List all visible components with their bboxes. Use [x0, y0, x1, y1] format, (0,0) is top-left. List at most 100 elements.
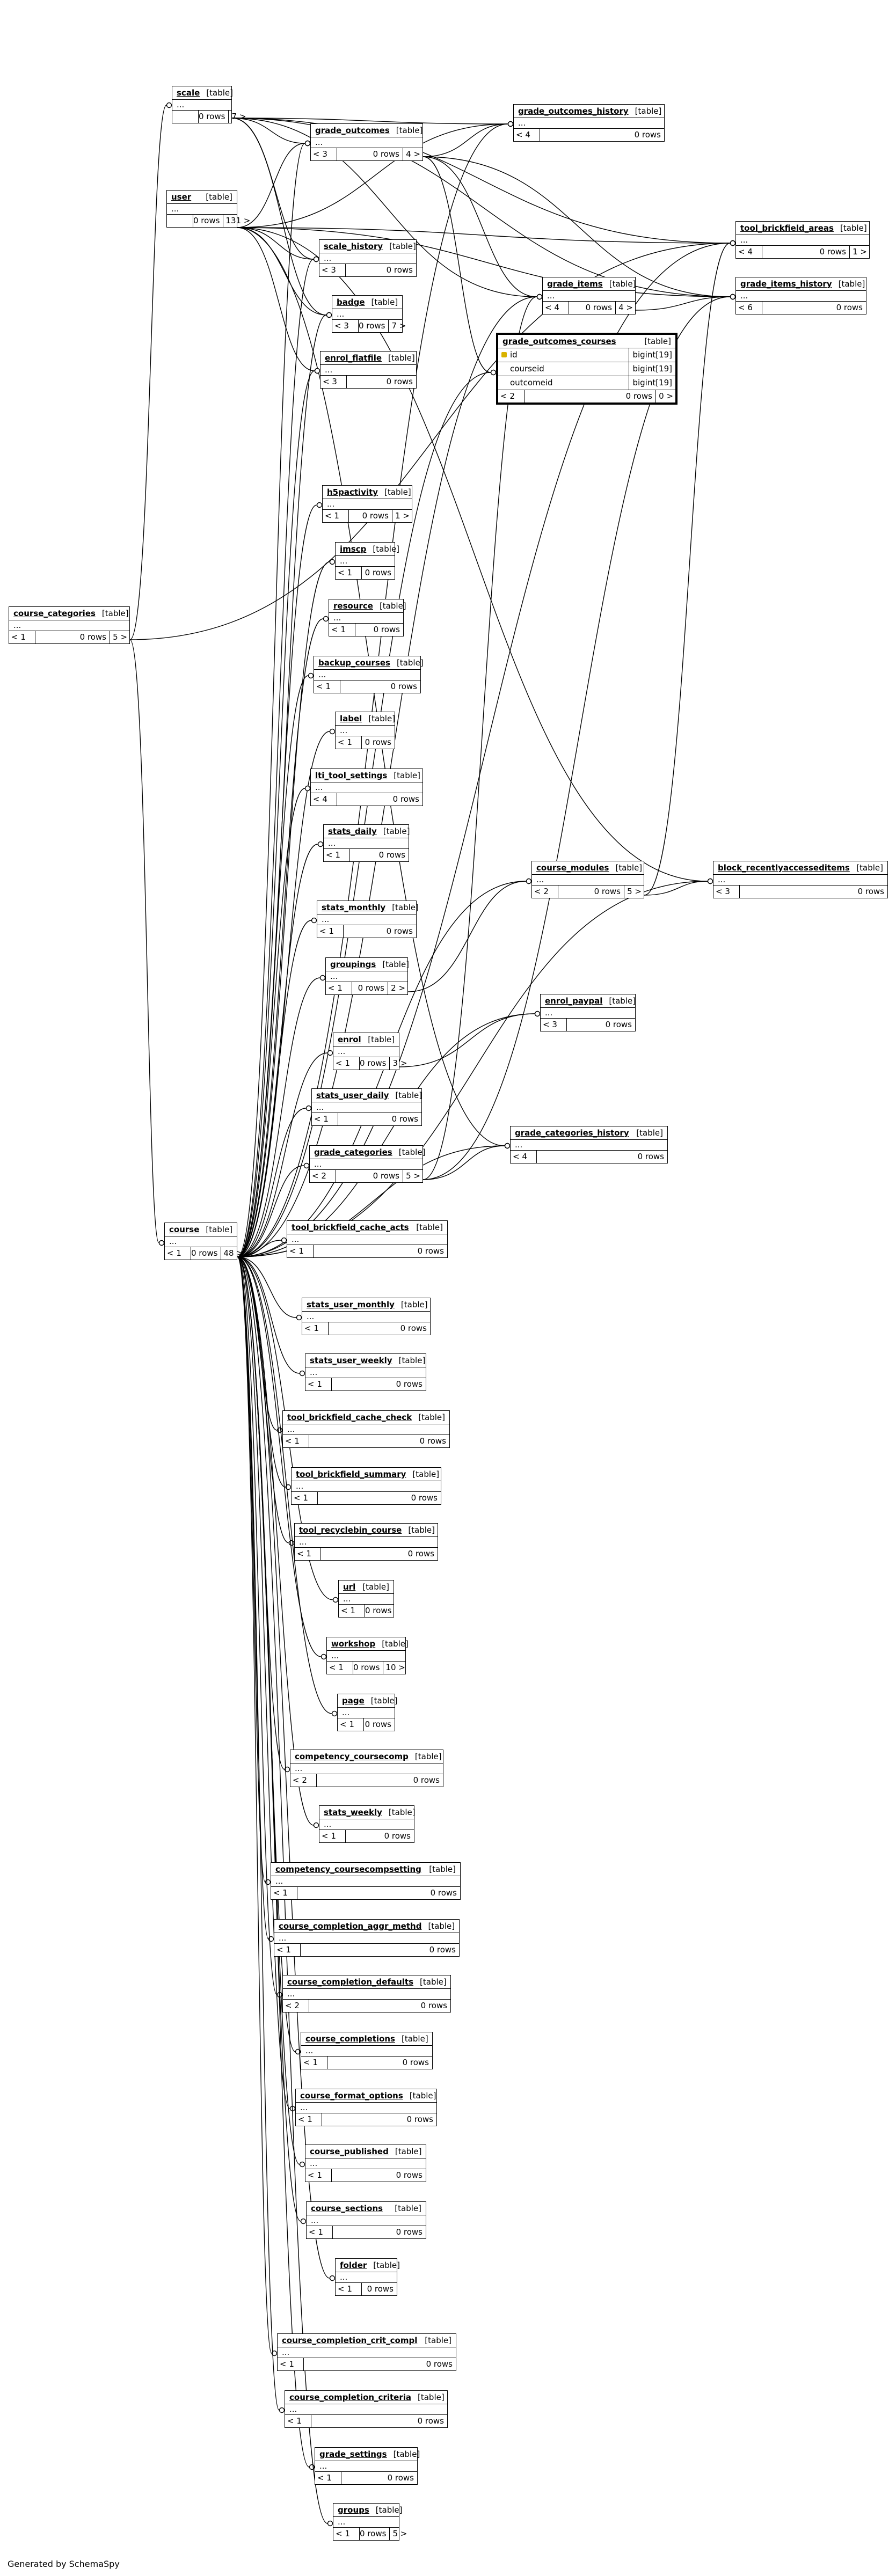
table-name[interactable]: page — [342, 1696, 365, 1706]
table-name[interactable]: badge — [337, 297, 365, 307]
table-name[interactable]: label — [340, 714, 362, 723]
table-name[interactable]: stats_user_monthly — [307, 1300, 395, 1309]
table-name[interactable]: course_completion_crit_compl — [282, 2336, 418, 2345]
parent-count[interactable]: < 2 — [534, 887, 549, 896]
child-count[interactable]: 48 > — [221, 1247, 243, 1260]
table-name[interactable]: tool_brickfield_cache_acts — [292, 1223, 409, 1232]
table-name[interactable]: course_categories — [13, 609, 96, 618]
table-name[interactable]: tool_recyclebin_course — [299, 1525, 402, 1535]
parent-count[interactable]: < 1 — [326, 850, 340, 860]
parent-count[interactable]: < 6 — [738, 303, 753, 312]
table-name[interactable]: block_recentlyaccesseditems — [718, 863, 850, 873]
parent-count[interactable]: < 1 — [298, 2114, 312, 2124]
table-name[interactable]: competency_coursecomp — [295, 1752, 409, 1761]
parent-count[interactable]: < 1 — [304, 1323, 319, 1333]
table-name[interactable]: course_format_options — [300, 2091, 403, 2101]
parent-count[interactable]: < 1 — [308, 1379, 322, 1389]
table-name[interactable]: resource — [333, 601, 373, 611]
table-competency-coursecompsetting[interactable]: competency_coursecompsetting[table]...< … — [271, 1862, 461, 1900]
parent-count[interactable]: < 1 — [287, 2416, 302, 2426]
parent-count[interactable]: < 1 — [338, 737, 352, 747]
child-count[interactable]: 0 > — [655, 390, 675, 402]
parent-count[interactable] — [167, 215, 193, 227]
parent-count[interactable]: < 1 — [328, 983, 343, 993]
child-count[interactable]: 1 > — [849, 246, 869, 258]
parent-count[interactable]: < 1 — [319, 926, 334, 936]
table-name[interactable]: url — [343, 1582, 356, 1592]
table-name[interactable]: scale — [177, 88, 200, 98]
table-name[interactable]: h5pactivity — [327, 487, 378, 497]
table-name[interactable]: workshop — [331, 1639, 376, 1649]
table-name[interactable]: course_completions — [305, 2034, 395, 2044]
parent-count[interactable]: < 1 — [338, 2284, 352, 2294]
table-name[interactable]: stats_daily — [328, 826, 377, 836]
parent-count[interactable]: < 3 — [323, 377, 337, 386]
parent-count[interactable]: < 4 — [516, 130, 530, 140]
table-name[interactable]: grade_items — [547, 279, 603, 289]
table-name[interactable]: enrol_paypal — [545, 996, 603, 1006]
child-count[interactable]: 5 > — [389, 2528, 409, 2540]
table-name[interactable]: grade_items_history — [740, 279, 832, 289]
table-name[interactable]: lti_tool_settings — [315, 771, 388, 780]
parent-count[interactable]: < 1 — [325, 511, 339, 521]
child-count[interactable]: 5 > — [110, 631, 129, 643]
table-name[interactable]: grade_outcomes_history — [518, 106, 629, 116]
child-count[interactable]: 10 > — [383, 1662, 405, 1674]
child-count[interactable]: 131 > — [223, 215, 250, 227]
child-count[interactable]: 2 > — [388, 982, 407, 994]
table-block-recentlyaccesseditems[interactable]: block_recentlyaccesseditems[table]...< 3… — [713, 861, 888, 898]
table-name[interactable]: groups — [338, 2505, 369, 2515]
parent-count[interactable]: < 1 — [316, 682, 331, 691]
table-name[interactable]: stats_user_weekly — [310, 1356, 392, 1365]
table-course-completion-crit-compl[interactable]: course_completion_crit_compl[table]...< … — [277, 2333, 456, 2371]
table-name[interactable]: competency_coursecompsetting — [275, 1864, 421, 1874]
parent-count[interactable]: < 1 — [317, 2473, 332, 2483]
table-course-completion-aggr-methd[interactable]: course_completion_aggr_methd[table]...< … — [274, 1919, 460, 1957]
child-count[interactable]: 5 > — [403, 1170, 422, 1182]
parent-count[interactable]: < 2 — [293, 1775, 307, 1785]
parent-count[interactable]: < 4 — [738, 247, 753, 257]
table-name[interactable]: imscp — [340, 544, 367, 554]
parent-count[interactable]: < 1 — [338, 568, 352, 577]
parent-count[interactable]: < 3 — [313, 149, 327, 159]
table-name[interactable]: course_completion_criteria — [289, 2392, 411, 2402]
child-count[interactable]: 4 > — [615, 302, 635, 314]
table-name[interactable]: stats_monthly — [322, 903, 386, 912]
parent-count[interactable]: < 1 — [340, 1719, 354, 1729]
table-name[interactable]: stats_weekly — [324, 1807, 382, 1817]
parent-count[interactable]: < 1 — [331, 625, 346, 634]
parent-count[interactable]: < 2 — [500, 391, 515, 401]
parent-count[interactable]: < 3 — [716, 887, 730, 896]
parent-count[interactable]: < 1 — [289, 1246, 304, 1256]
parent-count[interactable]: < 4 — [545, 303, 559, 312]
table-name[interactable]: course_sections — [311, 2204, 383, 2213]
parent-count[interactable]: < 1 — [297, 1549, 311, 1558]
